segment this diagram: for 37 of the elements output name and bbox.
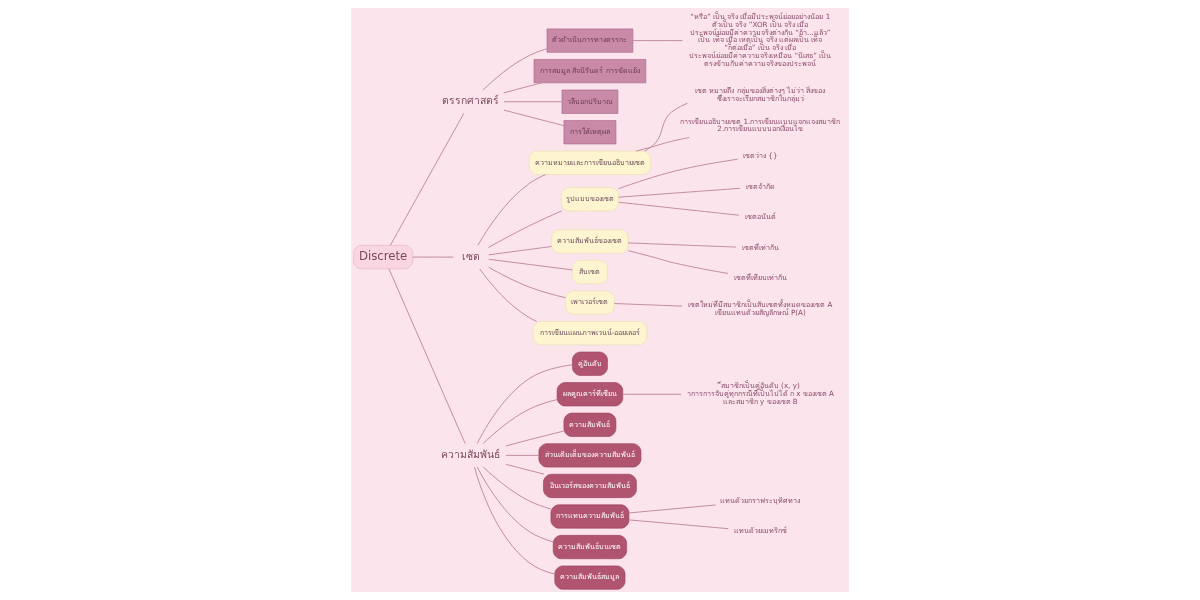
connector xyxy=(488,246,552,256)
connector xyxy=(488,266,566,299)
connector xyxy=(627,242,737,248)
node-text: เซต xyxy=(461,249,480,262)
connector xyxy=(635,137,690,152)
connector xyxy=(477,174,546,246)
connector xyxy=(618,187,741,198)
connector xyxy=(632,40,683,42)
connector xyxy=(488,258,573,271)
connector xyxy=(622,393,682,395)
connector xyxy=(618,201,740,216)
connector xyxy=(503,109,565,127)
connector xyxy=(482,399,558,445)
connector xyxy=(628,250,729,274)
connector xyxy=(412,256,454,258)
node-box: Discrete xyxy=(353,245,414,270)
node-text: ความสัมพันธ์ xyxy=(441,447,501,460)
node-text: ตรรกศาสตร์ xyxy=(442,94,500,107)
connector xyxy=(476,364,573,444)
connector xyxy=(618,158,738,190)
connector xyxy=(482,466,552,510)
connector xyxy=(505,454,540,456)
connector xyxy=(388,268,466,445)
connector xyxy=(505,463,545,475)
connector xyxy=(479,268,538,322)
connector xyxy=(390,113,465,246)
connector xyxy=(644,102,688,152)
connector xyxy=(628,504,716,514)
connector xyxy=(613,303,683,307)
connector xyxy=(482,48,548,91)
connector xyxy=(505,430,565,447)
connector xyxy=(476,466,554,543)
connector xyxy=(503,82,543,94)
connector xyxy=(503,101,563,103)
connector xyxy=(474,466,556,575)
connector xyxy=(488,210,562,248)
connector xyxy=(628,519,729,530)
